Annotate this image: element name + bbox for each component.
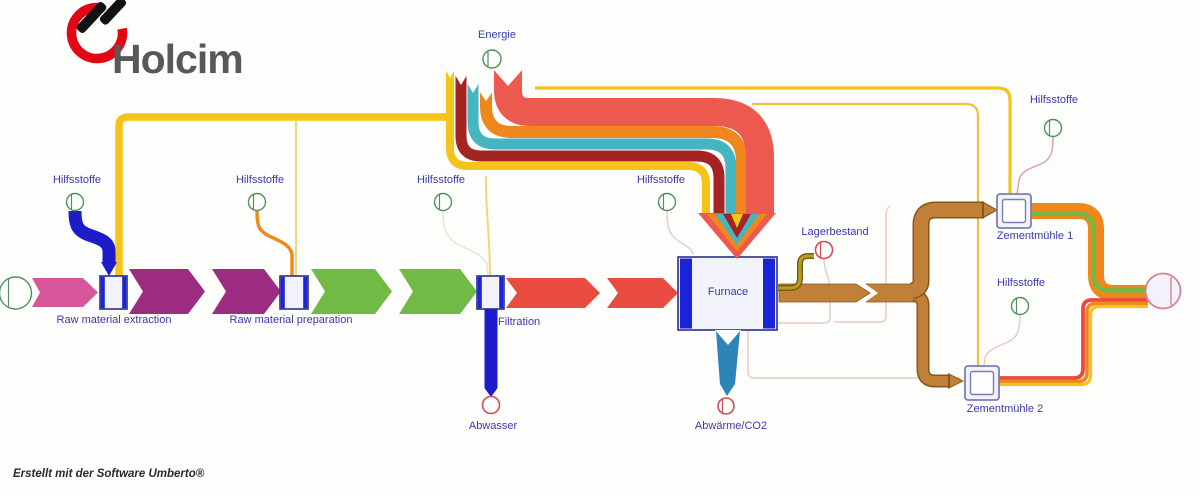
place-hilfsstoffe-mill1[interactable] — [1043, 118, 1063, 138]
label-filtration: Filtration — [498, 316, 541, 328]
label-hilfsstoffe-3: Hilfsstoffe — [416, 174, 466, 186]
place-final-product[interactable] — [1144, 272, 1182, 310]
transition-filtration[interactable] — [476, 275, 505, 310]
flow-filtered-material[interactable] — [506, 278, 678, 308]
place-abwaerme[interactable] — [717, 397, 735, 415]
flow-hilfsstoffe-mill2[interactable] — [983, 314, 1021, 367]
flow-energy-to-mill1[interactable] — [535, 86, 1012, 194]
label-raw-material-preparation: Raw material preparation — [229, 314, 353, 326]
flow-abwasser[interactable] — [484, 309, 498, 397]
transition-zementmuehle-2[interactable] — [964, 365, 1000, 401]
label-hilfsstoffe-mill2: Hilfsstoffe — [996, 277, 1046, 289]
label-hilfsstoffe-1: Hilfsstoffe — [52, 174, 102, 186]
place-lagerbestand[interactable] — [814, 240, 834, 260]
label-zementmuehle-2: Zementmühle 2 — [966, 403, 1044, 415]
logo-bar-2 — [99, 0, 127, 25]
brand-wordmark: Holcim — [112, 36, 244, 82]
flow-hilfsstoffe-mill1[interactable] — [1016, 136, 1054, 195]
label-energie: Energie — [478, 29, 516, 41]
place-hilfsstoffe-2[interactable] — [247, 192, 267, 212]
transition-raw-material-preparation[interactable] — [279, 275, 309, 310]
flow-cement-mill1[interactable] — [1031, 203, 1147, 301]
label-hilfsstoffe-2: Hilfsstoffe — [235, 174, 285, 186]
place-hilfsstoffe-mill2[interactable] — [1010, 296, 1030, 316]
label-zementmuehle-1: Zementmühle 1 — [996, 230, 1074, 242]
flow-extracted-material[interactable] — [129, 269, 281, 314]
label-furnace: Furnace — [707, 286, 749, 298]
flow-energy-bundle-furnace[interactable] — [445, 69, 776, 259]
flow-abwaerme[interactable] — [715, 330, 741, 396]
label-lagerbestand: Lagerbestand — [801, 226, 869, 238]
flow-cement-mill2[interactable] — [999, 298, 1148, 387]
logo-arc — [66, 2, 128, 64]
place-hilfsstoffe-4[interactable] — [657, 192, 677, 212]
flow-prepared-material[interactable] — [311, 269, 477, 314]
flow-clinker-split[interactable] — [778, 201, 998, 389]
transition-raw-material-extraction[interactable] — [99, 275, 128, 310]
place-energie[interactable] — [482, 49, 502, 69]
software-credit: Erstellt mit der Software Umberto® — [13, 468, 205, 480]
label-raw-material-extraction: Raw material extraction — [56, 314, 172, 326]
logo-bar-1 — [76, 2, 107, 33]
label-hilfsstoffe-4: Hilfsstoffe — [636, 174, 686, 186]
label-hilfsstoffe-mill1: Hilfsstoffe — [1029, 94, 1079, 106]
place-hilfsstoffe-1[interactable] — [65, 192, 85, 212]
place-hilfsstoffe-3[interactable] — [433, 192, 453, 212]
holcim-logo-mark — [66, 0, 128, 64]
flow-energy-to-extraction[interactable] — [115, 113, 450, 276]
flow-hilfsstoffe-furnace[interactable] — [666, 210, 694, 255]
flow-hilfsstoffe-filtration[interactable] — [442, 210, 489, 277]
flow-hilfsstoffe-extraction[interactable] — [68, 210, 117, 276]
flow-hilfsstoffe-preparation[interactable] — [255, 210, 294, 276]
flow-raw-material[interactable] — [32, 278, 98, 307]
place-raw-material-input[interactable] — [0, 276, 33, 310]
transition-zementmuehle-1[interactable] — [996, 193, 1032, 229]
place-abwasser[interactable] — [481, 395, 501, 415]
label-abwasser: Abwasser — [468, 420, 518, 432]
label-abwaerme-co2: Abwärme/CO2 — [694, 420, 768, 432]
flow-energy-to-filtration[interactable] — [484, 175, 491, 277]
flow-energy-to-mill2[interactable] — [752, 102, 980, 366]
flow-furnace-lagerbestand[interactable] — [778, 253, 814, 291]
